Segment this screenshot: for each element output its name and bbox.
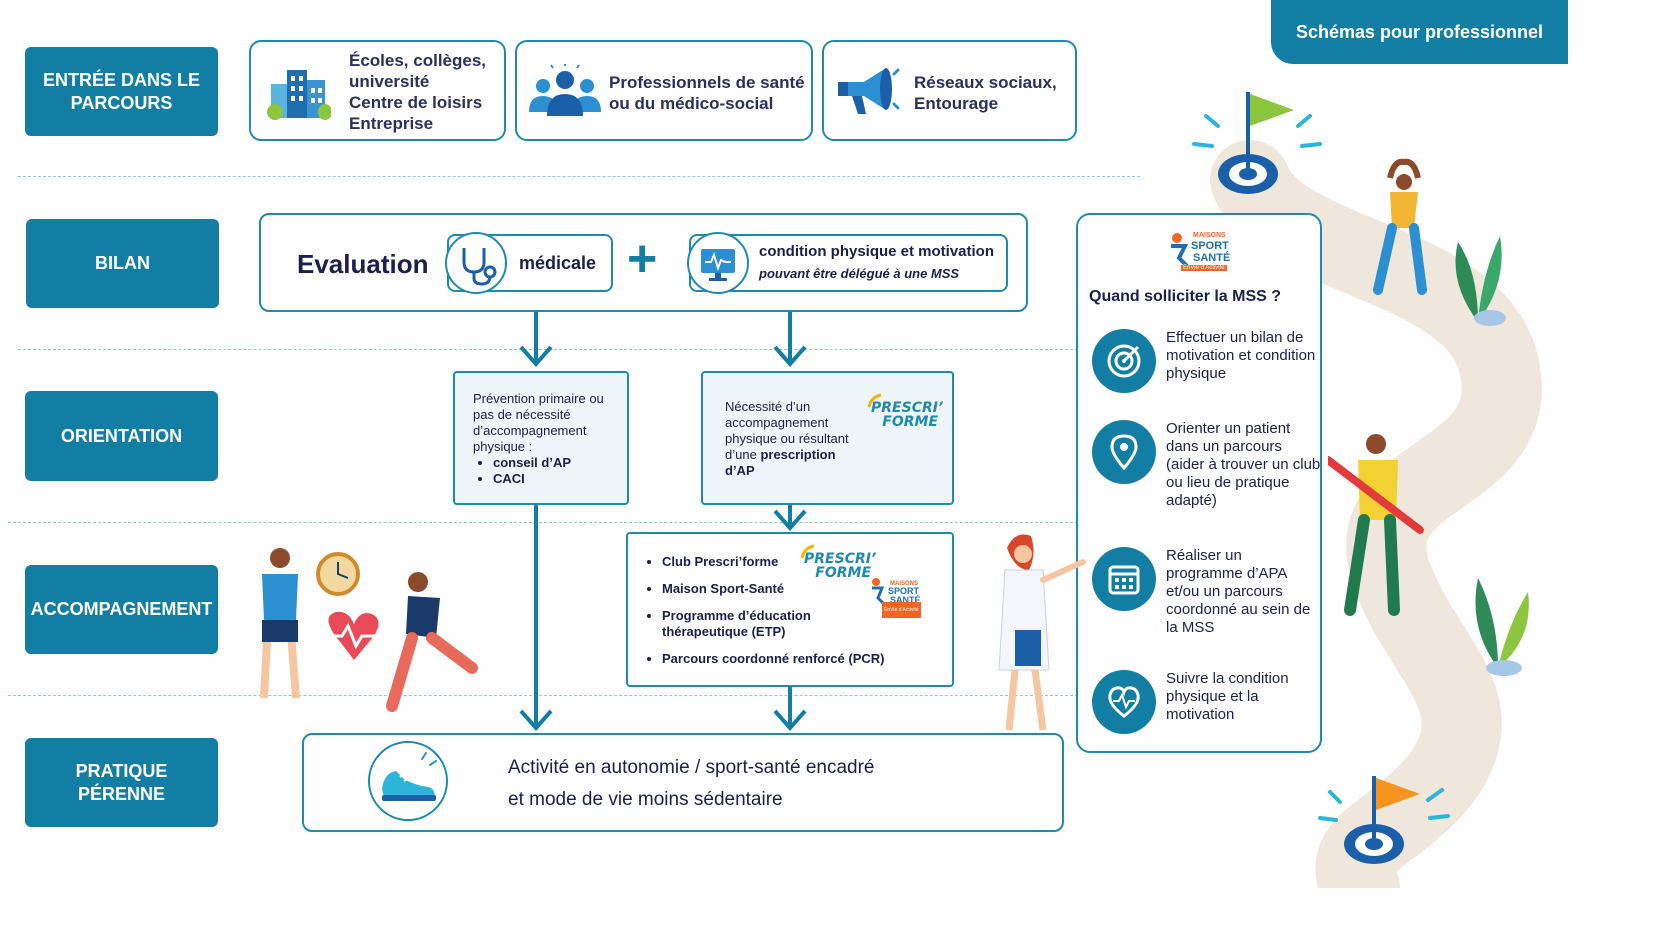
- mss-panel-title: Quand solliciter la MSS ?: [1089, 288, 1282, 305]
- entry-card-professionals: Professionnels de santé ou du médico-soc…: [515, 40, 813, 141]
- runner-logo-icon: [872, 578, 886, 606]
- diagram: Schémas pour professionnel ENTRÉE DANS L…: [0, 0, 1568, 888]
- doctor-illustration: [998, 534, 1086, 731]
- bilan-title: Evaluation: [297, 249, 429, 279]
- calendar-icon: [1092, 547, 1156, 611]
- arrow-head-icon: [773, 709, 807, 732]
- header-tab[interactable]: Schémas pour professionnel: [1271, 0, 1568, 64]
- start-flag-icon: [1192, 92, 1322, 194]
- orientation-prevention-intro: Prévention primaire ou pas de nécessité …: [473, 391, 604, 454]
- prescriforme-logo: PRESCRI’ FORME: [863, 393, 943, 429]
- stage-orientation: ORIENTATION: [25, 391, 218, 481]
- arrow-head-icon: [773, 509, 807, 532]
- entry-social-text: Réseaux sociaux, Entourage: [914, 73, 1057, 113]
- monitor-icon: [687, 232, 749, 294]
- entry-professionals-text: Professionnels de santé ou du médico-soc…: [609, 73, 805, 113]
- list-item: Parcours coordonné renforcé (PCR): [662, 651, 942, 667]
- stretching-person-illustration: [1373, 158, 1427, 295]
- orientation-prescription-bold: prescription d’AP: [725, 447, 836, 478]
- runner-logo-icon: [1171, 233, 1189, 268]
- arrow-head-icon: [519, 709, 553, 732]
- orientation-accompaniment-text: Nécessité d’un accompagnement physique o…: [725, 399, 849, 462]
- stage-accompagnement-label: ACCOMPAGNEMENT: [30, 599, 213, 619]
- list-item: Club Prescri’forme: [662, 554, 942, 570]
- sun-icon: [867, 393, 882, 408]
- stage-entree-label: ENTRÉE DANS LE PARCOURS: [42, 69, 201, 113]
- accompagnement-box: Club Prescri’forme Maison Sport-Santé Pr…: [626, 532, 954, 687]
- list-item: CACI: [493, 471, 615, 487]
- mss-item-suivre: Suivre la condition physique et la motiv…: [1092, 670, 1322, 734]
- stage-orientation-label: ORIENTATION: [60, 425, 183, 446]
- medical-pill: médicale: [445, 232, 613, 294]
- maison-sport-sante-logo: MAISONS SPORT SANTÉ EnVie d’Activité: [868, 574, 924, 618]
- plant-illustration: [1475, 578, 1529, 676]
- runners-illustration: [260, 548, 478, 712]
- prescriforme-logo: PRESCRI’ FORME: [796, 544, 876, 580]
- list-item: Maison Sport-Santé: [662, 581, 942, 597]
- physical-subtitle: pouvant être délégué à une MSS: [759, 266, 960, 281]
- arrow-head-icon: [519, 345, 553, 368]
- stage-pratique-label: PRATIQUE PÉRENNE: [75, 760, 168, 804]
- medical-label: médicale: [519, 253, 597, 273]
- arrow-line: [788, 504, 792, 528]
- stage-bilan-label: BILAN: [95, 253, 150, 273]
- mss-item-bilan-text: Effectuer un bilan de motivation et cond…: [1166, 329, 1316, 382]
- plus-sign: +: [627, 230, 658, 288]
- mss-item-orienter: Orienter un patient dans un parcours (ai…: [1092, 420, 1322, 510]
- map-pin-icon: [1092, 420, 1156, 484]
- mss-item-bilan: Effectuer un bilan de motivation et cond…: [1092, 329, 1322, 393]
- plant-illustration: [1455, 236, 1506, 326]
- arrow-line: [788, 312, 792, 364]
- list-item: Programme d’éducation thérapeutique (ETP…: [662, 608, 832, 640]
- stage-pratique: PRATIQUE PÉRENNE: [25, 738, 218, 827]
- pratique-box: Activité en autonomie / sport-santé enca…: [302, 733, 1064, 832]
- maison-sport-sante-logo: MAISONS SPORT SANTÉ EnVie d’Activité: [1167, 230, 1233, 276]
- bilan-box: Evaluation médicale + condition physiqu: [259, 213, 1028, 312]
- stage-entree: ENTRÉE DANS LE PARCOURS: [25, 47, 218, 136]
- sun-icon: [800, 544, 815, 559]
- arrow-line: [534, 504, 538, 728]
- people-group-icon: [529, 64, 601, 116]
- mss-item-programme-text: Réaliser un programme d’APA et/ou un par…: [1166, 547, 1311, 636]
- separator: [8, 695, 1078, 696]
- entry-schools-text: Écoles, collèges, université Centre de l…: [349, 51, 487, 133]
- heart-pulse-icon: [1092, 670, 1156, 734]
- arrow-line: [788, 686, 792, 728]
- list-item: conseil d’AP: [493, 455, 615, 471]
- sneaker-icon: [368, 741, 448, 821]
- physical-title: condition physique et motivation: [759, 243, 995, 260]
- orientation-prevention-box: Prévention primaire ou pas de nécessité …: [453, 371, 629, 505]
- target-icon: [1092, 329, 1156, 393]
- mss-item-orienter-text: Orienter un patient dans un parcours (ai…: [1166, 420, 1321, 509]
- entry-card-social: Réseaux sociaux, Entourage: [822, 40, 1077, 141]
- mss-item-programme: Réaliser un programme d’APA et/ou un par…: [1092, 547, 1322, 637]
- stage-bilan: BILAN: [26, 219, 219, 308]
- arrow-head-icon: [773, 345, 807, 368]
- entry-card-schools: Écoles, collèges, université Centre de l…: [249, 40, 506, 141]
- pratique-line1: Activité en autonomie / sport-santé enca…: [508, 757, 875, 778]
- mss-item-suivre-text: Suivre la condition physique et la motiv…: [1166, 670, 1289, 723]
- separator: [18, 176, 1140, 177]
- separator: [8, 522, 1078, 523]
- finish-flag-icon: [1318, 776, 1450, 864]
- megaphone-icon: [838, 68, 900, 114]
- person-with-pencil-illustration: [1328, 434, 1424, 616]
- orientation-accompaniment-box: Nécessité d’un accompagnement physique o…: [701, 371, 954, 505]
- stage-accompagnement: ACCOMPAGNEMENT: [25, 565, 218, 654]
- pratique-line2: et mode de vie moins sédentaire: [508, 789, 783, 810]
- physical-pill: condition physique et motivation pouvant…: [687, 232, 1008, 294]
- header-tab-label: Schémas pour professionnel: [1295, 21, 1544, 42]
- city-buildings-icon: [267, 70, 331, 120]
- arrow-line: [534, 312, 538, 364]
- stethoscope-icon: [445, 232, 507, 294]
